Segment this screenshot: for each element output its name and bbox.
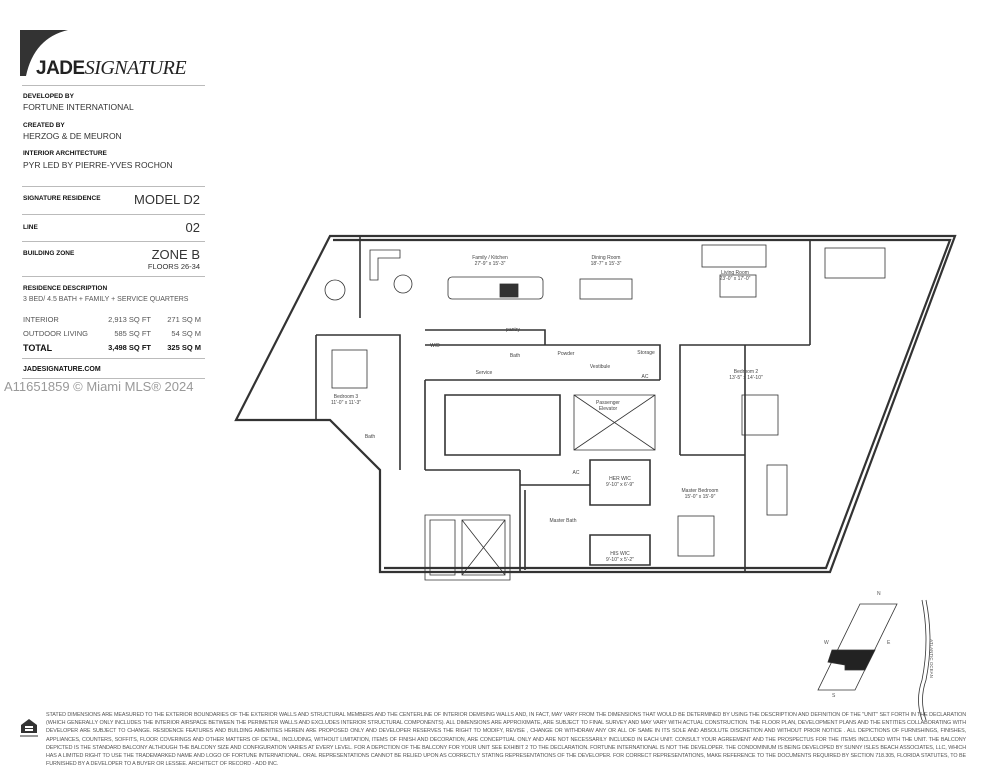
- divider: [22, 358, 205, 359]
- room-storage: Storage: [637, 350, 655, 356]
- developer-value: FORTUNE INTERNATIONAL: [23, 102, 134, 112]
- keyplan: [817, 599, 931, 721]
- legal-disclaimer: STATED DIMENSIONS ARE MEASURED TO THE EX…: [46, 712, 966, 768]
- residence-label: SIGNATURE RESIDENCE: [23, 195, 101, 202]
- room-wd: W/D: [430, 343, 440, 349]
- jade-logo-mark: [20, 30, 68, 76]
- equal-housing-icon: [20, 719, 38, 737]
- interior-architecture-label: INTERIOR ARCHITECTURE: [23, 150, 107, 157]
- developer-label: DEVELOPED BY: [23, 93, 74, 100]
- room-ac-2: AC: [572, 470, 580, 476]
- room-bath-3: Bath: [364, 434, 376, 440]
- mls-watermark: A11651859 © Miami MLS® 2024: [4, 379, 194, 394]
- room-ac: AC: [641, 374, 649, 380]
- compass-east: E: [887, 640, 891, 646]
- website-link[interactable]: JADESIGNATURE.COM: [23, 366, 101, 373]
- interior-walls: [315, 236, 811, 581]
- stair-core: [444, 394, 561, 456]
- brand-bold: JADE: [36, 58, 85, 79]
- creator-value: HERZOG & DE MEURON: [23, 131, 122, 141]
- room-bath: Bath: [509, 353, 521, 359]
- line-label: LINE: [23, 224, 38, 231]
- area-name: INTERIOR: [23, 315, 59, 324]
- area-sqft: 3,498 SQ FT: [108, 343, 151, 352]
- divider: [22, 85, 205, 86]
- brand-logo: JADESIGNATURE: [36, 57, 187, 80]
- residence-value: MODEL D2: [134, 192, 200, 207]
- compass-west: W: [824, 640, 829, 646]
- divider: [22, 378, 205, 379]
- room-pantry: pantry: [506, 327, 520, 333]
- description-value: 3 BED/ 4.5 BATH + FAMILY + SERVICE QUART…: [23, 296, 189, 303]
- creator-label: CREATED BY: [23, 122, 65, 129]
- room-powder: Powder: [557, 351, 575, 357]
- zone-label: BUILDING ZONE: [23, 250, 75, 257]
- room-vestibule: Vestibule: [589, 364, 611, 370]
- interior-architecture-value: PYR LED BY PIERRE-YVES ROCHON: [23, 160, 173, 170]
- area-sqm: 325 SQ M: [167, 343, 201, 352]
- divider: [22, 186, 205, 187]
- room-service: Service: [475, 370, 493, 376]
- area-sqm: 54 SQ M: [171, 329, 201, 338]
- brand-italic: SIGNATURE: [84, 57, 187, 79]
- ocean-label: ATLANTIC OCEAN: [928, 639, 934, 678]
- room-elevator: Passenger Elevator: [596, 400, 620, 412]
- room-master-bath: Master Bath: [549, 518, 577, 524]
- area-sqft: 585 SQ FT: [114, 329, 151, 338]
- area-sqft: 2,913 SQ FT: [108, 315, 151, 324]
- exterior-walls: [234, 234, 957, 574]
- compass-north: N: [877, 591, 881, 597]
- furniture: [324, 244, 886, 557]
- divider: [22, 241, 205, 242]
- description-label: RESIDENCE DESCRIPTION: [23, 285, 108, 292]
- divider: [22, 276, 205, 277]
- area-name: TOTAL: [23, 343, 53, 353]
- area-sqm: 271 SQ M: [167, 315, 201, 324]
- elevator-shaft: [573, 394, 656, 451]
- area-name: OUTDOOR LIVING: [23, 329, 89, 338]
- divider: [22, 214, 205, 215]
- compass-south: S: [832, 693, 836, 699]
- line-value: 02: [185, 220, 200, 235]
- zone-value: ZONE B: [151, 247, 200, 262]
- walk-in-closets: [589, 459, 651, 566]
- floors-value: FLOORS 26-34: [147, 262, 200, 271]
